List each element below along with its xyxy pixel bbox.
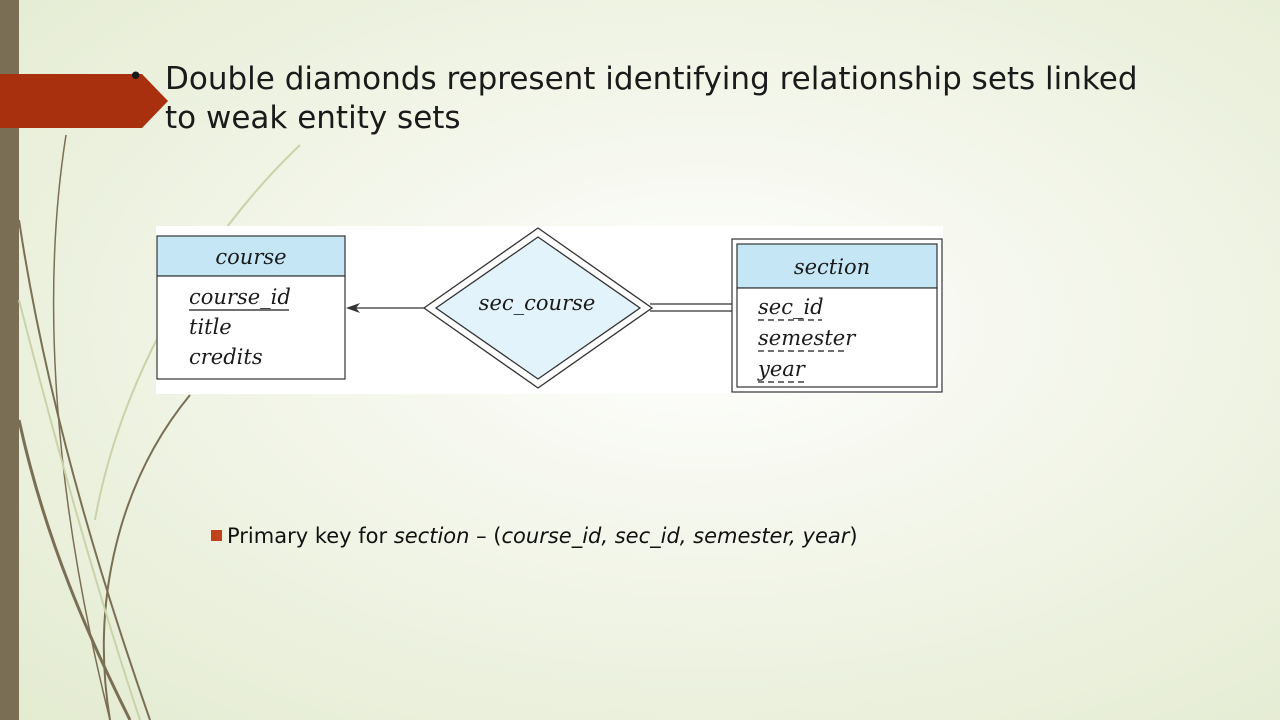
note-prefix: Primary key for <box>227 524 394 548</box>
relationship-sec-course: sec_course <box>422 227 654 389</box>
entity-course: course course_id title credits <box>156 235 346 380</box>
note-suffix: ) <box>849 524 858 548</box>
slide-title: Double diamonds represent identifying re… <box>165 60 1165 138</box>
attr-semester: semester <box>758 326 857 350</box>
attr-course-id: course_id <box>189 285 291 309</box>
left-accent-bar <box>0 0 19 720</box>
note-keys: course_id, sec_id, semester, year <box>501 524 850 548</box>
title-bullet: • <box>128 62 144 92</box>
entity-course-name: course <box>215 245 286 269</box>
primary-key-note: Primary key for section – (course_id, se… <box>211 524 858 548</box>
attr-sec-id: sec_id <box>758 295 824 319</box>
entity-section-name: section <box>794 255 870 279</box>
attr-year: year <box>757 357 807 381</box>
slide-title-line-2: to weak entity sets <box>165 100 461 136</box>
relationship-name: sec_course <box>479 291 596 315</box>
slide-title-line-1: Double diamonds represent identifying re… <box>165 61 1138 97</box>
entity-section: section sec_id semester year <box>731 238 943 393</box>
arrowhead-icon <box>346 303 360 313</box>
er-diagram: course course_id title credits sec_cours… <box>156 226 943 394</box>
note-dash: – ( <box>469 524 502 548</box>
square-bullet-icon <box>211 530 222 541</box>
attr-title: title <box>189 315 232 339</box>
title-arrow-flag <box>0 74 168 128</box>
attr-credits: credits <box>189 345 263 369</box>
note-entity: section <box>393 524 470 548</box>
